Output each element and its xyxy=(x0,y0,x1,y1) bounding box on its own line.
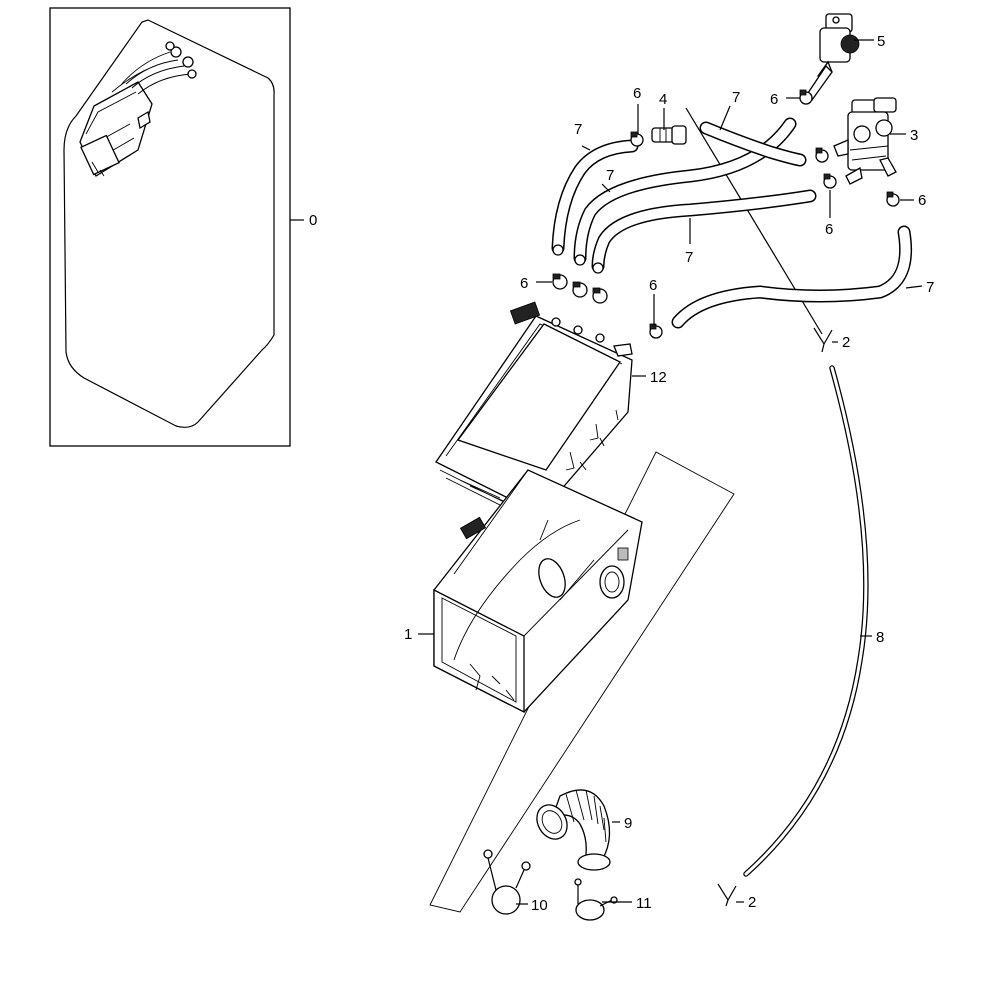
label-part-12: 12 xyxy=(650,369,667,386)
label-part-6: 6 xyxy=(633,85,641,102)
clamps-6 xyxy=(552,89,900,339)
clamp xyxy=(649,323,663,339)
label-part-2: 2 xyxy=(842,334,850,351)
label-part-0: 0 xyxy=(309,212,317,229)
water-valve-3 xyxy=(833,97,897,185)
callout-labels: 0 1 2 2 3 4 5 6 6 6 6 6 6 7 7 7 7 7 8 9 … xyxy=(309,33,934,914)
clamp xyxy=(552,273,568,290)
elbow-9 xyxy=(536,789,611,871)
label-part-6: 6 xyxy=(825,221,833,238)
label-part-3: 3 xyxy=(910,127,918,144)
label-part-6: 6 xyxy=(520,275,528,292)
inset-dispenser xyxy=(79,41,197,177)
label-part-8: 8 xyxy=(876,629,884,646)
clamp xyxy=(592,287,608,304)
label-part-4: 4 xyxy=(659,91,667,108)
tube-8 xyxy=(743,365,869,877)
hoses-7 xyxy=(551,117,913,329)
leader-lines xyxy=(418,39,923,905)
label-part-1: 1 xyxy=(404,626,412,643)
inset-overview xyxy=(49,7,304,447)
clip-2-upper xyxy=(813,327,833,353)
label-part-7: 7 xyxy=(574,121,582,138)
clamp xyxy=(886,191,900,207)
clip-2-lower xyxy=(717,883,737,907)
label-part-2: 2 xyxy=(748,894,756,911)
dispenser-housing-1 xyxy=(433,469,643,714)
label-part-5: 5 xyxy=(877,33,885,50)
label-part-9: 9 xyxy=(624,815,632,832)
clamp xyxy=(572,281,588,298)
connector-4 xyxy=(651,125,687,145)
label-part-7: 7 xyxy=(732,89,740,106)
clamp xyxy=(815,147,829,163)
label-part-7: 7 xyxy=(926,279,934,296)
label-part-6: 6 xyxy=(918,192,926,209)
label-part-7: 7 xyxy=(606,167,614,184)
label-part-11: 11 xyxy=(636,895,652,912)
clamp xyxy=(823,173,837,189)
label-part-6: 6 xyxy=(770,91,778,108)
label-part-7: 7 xyxy=(685,249,693,266)
water-valve-5 xyxy=(805,13,860,101)
clamp-ring-11 xyxy=(574,878,618,921)
inset-frame xyxy=(49,7,291,447)
label-part-6: 6 xyxy=(649,277,657,294)
label-part-10: 10 xyxy=(531,897,548,914)
clamp-ring-10 xyxy=(483,849,531,915)
clamp xyxy=(630,131,644,147)
cabinet-outline xyxy=(63,19,275,428)
